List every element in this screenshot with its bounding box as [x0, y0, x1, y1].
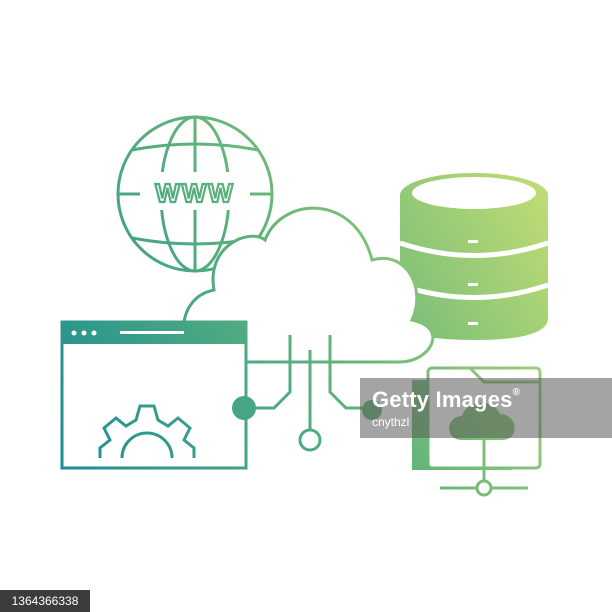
network-node-icon [440, 440, 528, 497]
circuit-node-ring [298, 428, 322, 452]
browser-window-icon [60, 320, 248, 470]
gear-icon [98, 404, 196, 459]
database-icon [399, 173, 549, 340]
watermark: Getty Images® cnythzl [360, 378, 612, 438]
watermark-credit: cnythzl [372, 415, 410, 429]
stock-id-label: 1364366338 [0, 590, 90, 612]
watermark-brand: Getty Images® [372, 387, 521, 412]
globe-www-label: WWW [155, 178, 235, 208]
circuit-node-filled [232, 396, 256, 420]
circuit-lines [246, 335, 362, 432]
